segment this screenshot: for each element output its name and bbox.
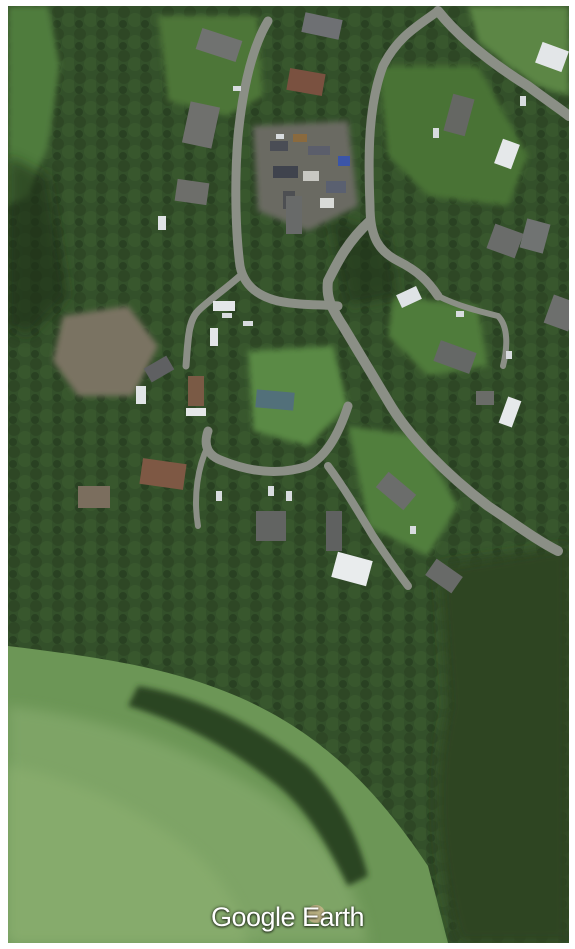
bare-ground-clearing — [53, 306, 158, 396]
shadow-west — [8, 156, 68, 336]
lower-field-lighter — [8, 766, 248, 943]
field-marker — [307, 905, 325, 923]
satellite-imagery — [8, 6, 569, 943]
scrap-yard-clutter — [270, 134, 350, 209]
building — [143, 355, 175, 383]
building — [433, 340, 477, 374]
building — [476, 391, 494, 405]
building — [186, 408, 206, 416]
upper-right-field — [468, 6, 569, 96]
road-west-loop — [231, 16, 343, 311]
road-north-loop — [364, 6, 443, 301]
building — [425, 558, 463, 594]
upper-left-field — [8, 6, 60, 206]
building — [210, 328, 218, 346]
road-south — [324, 462, 412, 590]
building — [286, 68, 326, 96]
google-earth-watermark: Google Earth — [210, 902, 365, 932]
building — [396, 286, 422, 308]
vehicles — [216, 86, 526, 534]
building — [158, 216, 166, 230]
building — [498, 396, 522, 428]
satellite-map[interactable] — [8, 6, 569, 943]
road-west-spur — [182, 272, 244, 370]
road-southwest-spur — [193, 443, 211, 529]
road-network — [182, 6, 569, 590]
building — [195, 28, 243, 62]
buildings — [78, 12, 569, 594]
building — [286, 196, 302, 234]
building — [188, 376, 204, 406]
building — [78, 486, 110, 508]
building — [543, 294, 569, 332]
field-tree-line — [128, 686, 368, 886]
building — [494, 138, 520, 170]
central-green — [248, 346, 348, 446]
road-northeast — [433, 6, 569, 121]
road-east-spur — [435, 293, 510, 369]
building — [535, 41, 569, 73]
building — [326, 511, 342, 551]
building — [255, 389, 295, 411]
building — [486, 223, 524, 259]
main-road — [322, 216, 563, 556]
building — [181, 101, 221, 149]
building — [256, 511, 286, 541]
road-central-loop — [201, 401, 353, 476]
lawn-northeast — [378, 66, 528, 206]
building — [443, 93, 475, 137]
building — [136, 386, 146, 404]
building — [375, 471, 417, 511]
building — [331, 551, 373, 587]
building — [519, 218, 551, 254]
building — [139, 458, 187, 490]
shadow-center — [328, 216, 398, 306]
building — [174, 178, 210, 206]
forest-southeast — [437, 546, 569, 943]
building — [213, 301, 235, 311]
building — [301, 12, 343, 40]
